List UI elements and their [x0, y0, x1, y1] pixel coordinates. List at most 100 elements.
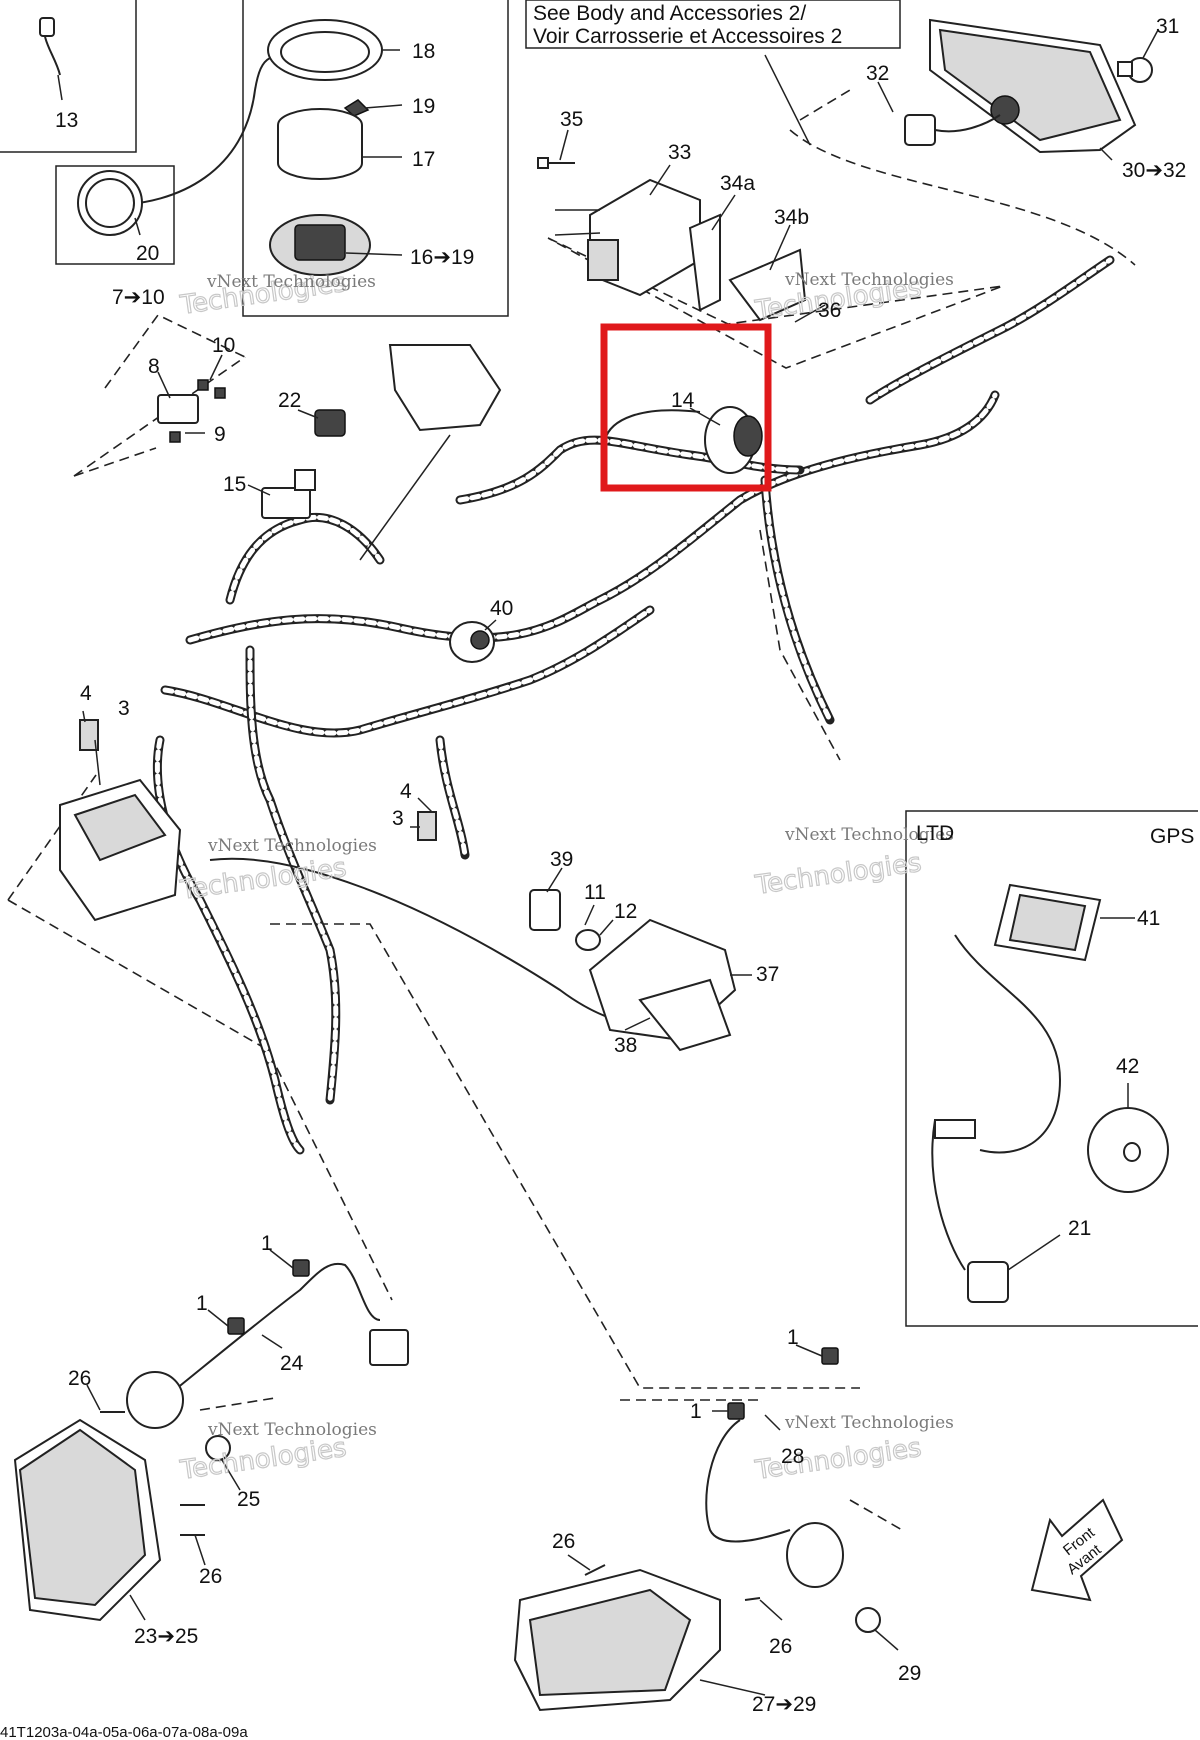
- svg-text:Technologies: Technologies: [753, 848, 924, 901]
- callout-21: 21: [1068, 1217, 1091, 1240]
- callout-26: 26: [769, 1635, 792, 1658]
- part-35-screw: [537, 157, 575, 169]
- callout-33: 33: [668, 141, 691, 164]
- part-34a-bracket: [688, 213, 721, 312]
- part-13-cable-tie: [39, 17, 61, 76]
- callout-41: 41: [1137, 907, 1160, 930]
- callout-18: 18: [412, 40, 435, 63]
- callout-4: 4: [80, 682, 92, 705]
- callout-17: 17: [412, 148, 435, 171]
- part-34b-bracket: [728, 248, 807, 322]
- callout-34b: 34b: [774, 206, 809, 229]
- part-instrument-cluster: [388, 344, 502, 432]
- part-26-screws: [100, 1411, 761, 1601]
- part-22-switch: [314, 409, 346, 437]
- watermark: Technologies vNext Technologies: [177, 836, 377, 907]
- callout-15: 15: [223, 473, 246, 496]
- note-line-2: Voir Carrosserie et Accessoires 2: [533, 25, 842, 48]
- callout-16: 16➔19: [410, 246, 474, 269]
- callout-14: 14: [671, 389, 695, 412]
- callout-13: 13: [55, 109, 78, 132]
- callout-23-25: 23➔25: [134, 1625, 198, 1648]
- part-31-bulb: [1117, 57, 1153, 83]
- svg-text:vNext Technologies: vNext Technologies: [784, 1413, 954, 1433]
- callout-7-10: 7➔10: [112, 286, 165, 309]
- part-37-bracket: [588, 918, 737, 1052]
- svg-text:vNext Technologies: vNext Technologies: [206, 272, 376, 292]
- part-17-cover: [277, 108, 363, 180]
- part-fusebox: [59, 778, 182, 922]
- highlight-box-part-14: [600, 323, 772, 492]
- callout-labels: 13 18 19 17 20 16➔19 31 32 30➔32 35 33 3…: [55, 15, 1186, 1716]
- callout-25: 25: [237, 1488, 260, 1511]
- part-24-wire: [149, 1262, 409, 1411]
- callout-32: 32: [866, 62, 889, 85]
- callout-1: 1: [787, 1326, 799, 1349]
- part-33-module: [554, 178, 701, 297]
- inset-ltd-label: LTD: [916, 822, 954, 845]
- callout-3: 3: [392, 807, 404, 830]
- callout-39: 39: [550, 848, 573, 871]
- ltd-gps-inset: [905, 810, 1198, 1327]
- callout-31: 31: [1156, 15, 1179, 38]
- callout-38: 38: [614, 1034, 637, 1057]
- callout-42: 42: [1116, 1055, 1139, 1078]
- svg-text:vNext Technologies: vNext Technologies: [784, 825, 954, 845]
- callout-8: 8: [148, 355, 160, 378]
- callout-24: 24: [280, 1352, 304, 1375]
- part-12-washer: [575, 929, 601, 951]
- inset-gps-label: GPS: [1150, 825, 1194, 848]
- part-18-bezel-ring: [267, 19, 383, 81]
- part-41-gps-unit: [954, 883, 1102, 1154]
- callout-1: 1: [196, 1292, 208, 1315]
- callout-27-29: 27➔29: [752, 1693, 816, 1716]
- svg-text:vNext Technologies: vNext Technologies: [207, 836, 377, 856]
- watermarks: Technologies vNext Technologies Technolo…: [177, 267, 954, 1486]
- part-21-gps-harness: [931, 1119, 1009, 1303]
- callout-22: 22: [278, 389, 301, 412]
- callout-20: 20: [136, 242, 159, 265]
- callout-10: 10: [212, 334, 235, 357]
- callout-36: 36: [818, 299, 841, 322]
- part-connectors-7-10: [157, 379, 226, 443]
- callout-4: 4: [400, 780, 412, 803]
- part-27-headlight-right: [513, 1419, 881, 1712]
- part-23-headlight-left: [13, 1371, 231, 1622]
- dashed-guides: [7, 89, 1136, 1531]
- callout-28: 28: [781, 1445, 804, 1468]
- part-16-gauge: [269, 214, 371, 276]
- part-30-taillight: [929, 18, 1137, 154]
- callout-40: 40: [490, 597, 513, 620]
- part-3-4-small-brackets: [79, 719, 437, 841]
- callout-3: 3: [118, 697, 130, 720]
- callout-9: 9: [214, 423, 226, 446]
- part-39-connector: [529, 889, 561, 931]
- part-40-outlet: [449, 621, 495, 663]
- leader-lines: [57, 29, 1159, 1696]
- callout-12: 12: [614, 900, 637, 923]
- callout-35: 35: [560, 108, 583, 131]
- part-15-relay: [261, 469, 316, 519]
- callout-34a: 34a: [720, 172, 755, 195]
- front-arrow: Front Avant: [1030, 1498, 1124, 1602]
- callout-26: 26: [552, 1530, 575, 1553]
- callout-30: 30➔32: [1122, 159, 1186, 182]
- note-box: [525, 0, 901, 49]
- callout-1: 1: [690, 1400, 702, 1423]
- callout-19: 19: [412, 95, 435, 118]
- callout-26: 26: [199, 1565, 222, 1588]
- svg-text:vNext Technologies: vNext Technologies: [784, 270, 954, 290]
- svg-text:vNext Technologies: vNext Technologies: [207, 1420, 377, 1440]
- callout-1: 1: [261, 1232, 273, 1255]
- main-wiring-harness: [109, 57, 1115, 1155]
- part-14-12v-outlet: [704, 406, 763, 474]
- callout-11: 11: [584, 881, 606, 904]
- svg-text:Technologies: Technologies: [753, 1433, 924, 1486]
- svg-text:Technologies: Technologies: [178, 1433, 349, 1486]
- part-32-socket: [904, 95, 1020, 146]
- callout-37: 37: [756, 963, 779, 986]
- callout-29: 29: [898, 1662, 921, 1685]
- watermark: Technologies vNext Technologies: [177, 267, 376, 321]
- callout-26: 26: [68, 1367, 91, 1390]
